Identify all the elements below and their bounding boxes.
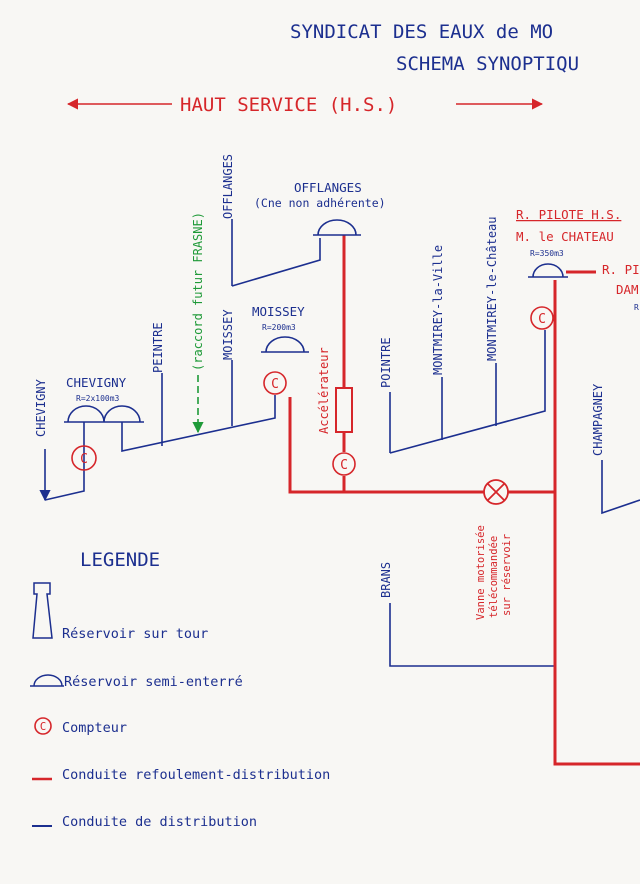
header-title-line2: SCHEMA SYNOPTIQU xyxy=(396,53,579,75)
tower-reservoir-icon xyxy=(32,582,53,639)
label-offlanges-reservoir: OFFLANGES xyxy=(294,180,362,195)
label-brans: BRANS xyxy=(379,562,393,598)
label-pilote-hs: R. PILOTE H.S. xyxy=(516,207,621,222)
legend-semi-label: Réservoir semi-enterré xyxy=(64,674,243,690)
legend-title: LEGENDE xyxy=(80,549,160,571)
meter-icon-pilote: C xyxy=(530,306,554,330)
offlanges-reservoir-icon xyxy=(313,219,361,236)
label-champagney: CHAMPAGNEY xyxy=(591,383,605,456)
label-vanne-2: télécommandée xyxy=(488,536,500,618)
label-peintre-1: PEINTRE xyxy=(151,322,165,373)
label-pilote-place: M. le CHATEAU xyxy=(516,229,614,244)
label-moissey-branch: MOISSEY xyxy=(221,309,235,360)
meter-icon-accelerator: C xyxy=(332,452,356,476)
label-pilote-capacity: R=350m3 xyxy=(530,249,564,258)
label-vanne-1: Vanne motorisée xyxy=(475,525,487,620)
label-montmirey-chateau: MONTMIREY-le-Château xyxy=(485,217,499,362)
legend-tower-label: Réservoir sur tour xyxy=(62,626,208,642)
accelerator-box xyxy=(335,387,353,433)
label-chevigny-branch: CHEVIGNY xyxy=(34,378,48,437)
chevigny-reservoir-icon xyxy=(64,405,144,423)
meter-icon-moissey: C xyxy=(263,371,287,395)
label-offlanges-branch: OFFLANGES xyxy=(221,154,235,219)
label-moissey-capacity: R=200m3 xyxy=(262,323,296,332)
meter-icon-chevigny: C xyxy=(71,445,97,471)
label-chevigny-reservoir: CHEVIGNY xyxy=(66,375,127,390)
label-r-pi: R. PI xyxy=(602,262,640,277)
blue-network xyxy=(39,219,640,667)
legend-blue-pipe-label: Conduite de distribution xyxy=(62,814,257,830)
label-montmirey-ville: MONTMIREY-la-Ville xyxy=(431,245,445,375)
legend-red-pipe-label: Conduite refoulement-distribution xyxy=(62,767,330,783)
legend: LEGENDE Réservoir sur tour Réservoir sem… xyxy=(30,549,330,830)
label-pointre: POINTRE xyxy=(379,337,393,388)
label-chevigny-capacity: R=2x100m3 xyxy=(76,394,120,403)
semi-buried-reservoir-icon xyxy=(30,674,64,687)
moissey-reservoir-icon xyxy=(261,336,309,353)
label-raccord-frasne: (raccord futur FRASNE) xyxy=(191,212,205,371)
pilote-reservoir-icon xyxy=(528,263,568,278)
legend-meter-label: Compteur xyxy=(62,720,127,736)
svg-text:C: C xyxy=(340,458,348,473)
motorised-valve-icon xyxy=(483,479,509,505)
red-network xyxy=(288,235,640,766)
service-label: HAUT SERVICE (H.S.) xyxy=(180,94,397,116)
label-vanne-3: sur réservoir xyxy=(501,534,513,616)
label-r-cut: R xyxy=(634,303,639,312)
svg-text:C: C xyxy=(80,452,88,467)
svg-text:C: C xyxy=(40,721,46,733)
label-accelerateur: Accélérateur xyxy=(317,347,331,434)
label-moissey-reservoir: MOISSEY xyxy=(252,304,305,319)
label-offlanges-note: (Cne non adhérente) xyxy=(254,196,386,210)
svg-text:C: C xyxy=(271,377,279,392)
label-dam: DAM xyxy=(616,282,639,297)
svg-text:C: C xyxy=(538,312,546,327)
legend-meter-icon: C xyxy=(34,717,52,735)
header-title-line1: SYNDICAT DES EAUX de MO xyxy=(290,21,553,43)
